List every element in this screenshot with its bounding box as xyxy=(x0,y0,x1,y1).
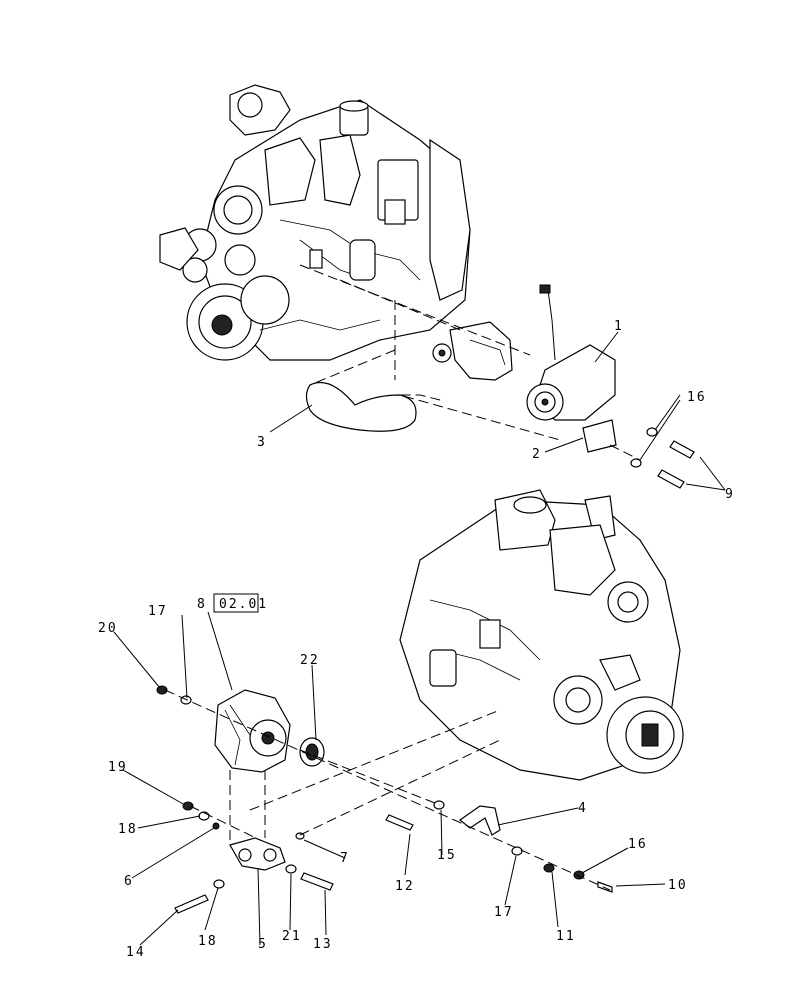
callout-15: 15 xyxy=(437,848,457,863)
bottom-hardware xyxy=(156,685,613,914)
alternator xyxy=(214,689,291,773)
callout-17-bottom: 17 xyxy=(494,905,514,920)
brace xyxy=(458,805,501,836)
callout-8: 8 xyxy=(197,597,207,612)
mounting-bracket xyxy=(229,837,286,871)
ac-compressor xyxy=(526,284,616,421)
callout-16-bottom: 16 xyxy=(628,837,648,852)
callout-22: 22 xyxy=(300,653,320,668)
callout-9: 9 xyxy=(725,487,735,502)
callout-13: 13 xyxy=(313,937,333,952)
leader-lines xyxy=(113,331,726,946)
callout-4: 4 xyxy=(578,801,588,816)
bottom-assembly-lines xyxy=(164,689,611,891)
callout-11: 11 xyxy=(556,929,576,944)
bottom-engine xyxy=(399,489,684,781)
callout-14: 14 xyxy=(126,945,146,960)
compressor-hardware xyxy=(630,427,695,489)
callout-12: 12 xyxy=(395,879,415,894)
reference-box xyxy=(213,593,259,613)
callout-21: 21 xyxy=(282,929,302,944)
callout-18-upper: 18 xyxy=(118,822,138,837)
callout-3: 3 xyxy=(257,435,267,450)
compressor-bracket xyxy=(432,321,513,381)
callout-6: 6 xyxy=(124,874,134,889)
shim-plate xyxy=(582,419,617,453)
callout-7: 7 xyxy=(340,851,350,866)
top-assembly-lines xyxy=(299,264,641,461)
reference-box-label: 02.01 xyxy=(219,597,268,612)
callout-20: 20 xyxy=(98,621,118,636)
callout-5: 5 xyxy=(258,937,268,952)
callout-17-left: 17 xyxy=(148,604,168,619)
callout-2: 2 xyxy=(532,447,542,462)
callout-10: 10 xyxy=(668,878,688,893)
callout-1: 1 xyxy=(614,319,624,334)
callout-19: 19 xyxy=(108,760,128,775)
callout-16-top: 16 xyxy=(687,390,707,405)
callout-18-lower: 18 xyxy=(198,934,218,949)
drive-belt xyxy=(305,381,417,432)
top-engine xyxy=(159,84,471,361)
